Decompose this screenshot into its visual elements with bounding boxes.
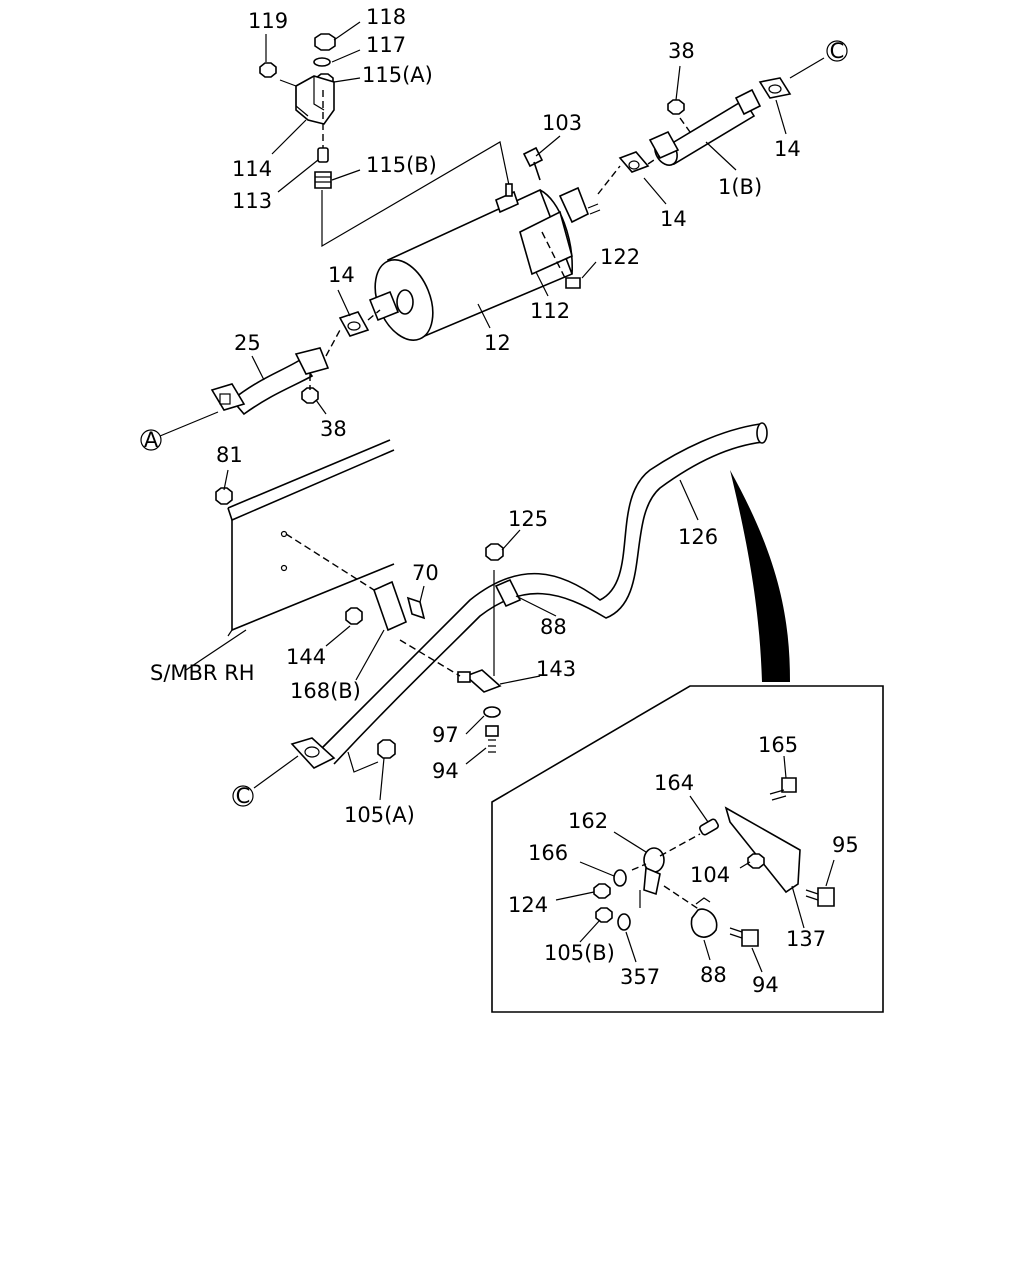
- callout-70: 70: [412, 561, 439, 585]
- callout-115a: 115(A): [362, 63, 433, 87]
- inset-callout-124: 124: [508, 893, 548, 917]
- callout-25: 25: [234, 331, 261, 355]
- inset-callout-166: 166: [528, 841, 568, 865]
- hanger-bracket-assembly: [259, 33, 511, 248]
- frame-label: S/MBR RH: [150, 661, 255, 685]
- reference-circle-a: A: [140, 428, 162, 452]
- callout-14-mid: 14: [660, 207, 687, 231]
- callout-119: 119: [248, 9, 288, 33]
- callout-168b: 168(B): [290, 679, 361, 703]
- inset-callout-105b: 105(B): [544, 941, 615, 965]
- callout-12: 12: [484, 331, 511, 355]
- callout-103: 103: [542, 111, 582, 135]
- callout-117: 117: [366, 33, 406, 57]
- callout-105a: 105(A): [344, 803, 415, 827]
- callout-88: 88: [540, 615, 567, 639]
- pipe-1b: [597, 77, 792, 195]
- inset-callout-137: 137: [786, 927, 826, 951]
- callout-144: 144: [286, 645, 326, 669]
- callout-122: 122: [600, 245, 640, 269]
- svg-text:A: A: [144, 428, 159, 452]
- callout-94: 94: [432, 759, 459, 783]
- callout-97: 97: [432, 723, 459, 747]
- callout-81: 81: [216, 443, 243, 467]
- callout-14-left: 14: [328, 263, 355, 287]
- callout-114: 114: [232, 157, 272, 181]
- reference-circle-c-top: C: [826, 39, 848, 63]
- callout-38-top: 38: [668, 39, 695, 63]
- svg-text:C: C: [236, 784, 251, 808]
- inset-callout-162: 162: [568, 809, 608, 833]
- callout-38-low: 38: [320, 417, 347, 441]
- inset-callout-357: 357: [620, 965, 660, 989]
- callout-126: 126: [678, 525, 718, 549]
- reference-circle-c-bottom: C: [232, 784, 254, 808]
- inset-callout-88: 88: [700, 963, 727, 987]
- inset-callout-164: 164: [654, 771, 694, 795]
- svg-text:C: C: [830, 39, 845, 63]
- callout-14-right: 14: [774, 137, 801, 161]
- front-pipe-25: [210, 309, 381, 416]
- inset-callout-165: 165: [758, 733, 798, 757]
- callout-112: 112: [530, 299, 570, 323]
- inset-callout-94: 94: [752, 973, 779, 997]
- inset-callout-95: 95: [832, 833, 859, 857]
- callout-1b: 1(B): [718, 175, 762, 199]
- callout-125: 125: [508, 507, 548, 531]
- side-member-frame: [215, 439, 395, 637]
- leader-lines: [159, 21, 835, 973]
- callout-118: 118: [366, 5, 406, 29]
- callout-115b: 115(B): [366, 153, 437, 177]
- tail-pipe-126: [285, 422, 790, 773]
- callout-113: 113: [232, 189, 272, 213]
- callout-143: 143: [536, 657, 576, 681]
- inset-callout-104: 104: [690, 863, 730, 887]
- callout-labels: 119 118 117 115(A) 114 113 115(B) 103 38…: [150, 5, 859, 997]
